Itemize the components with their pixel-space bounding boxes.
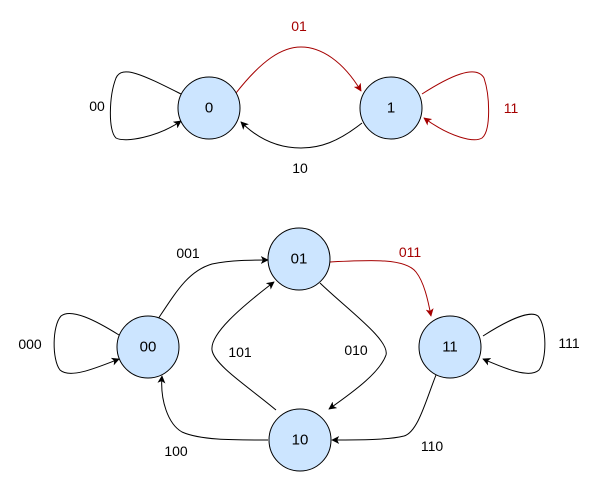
edge-00-to-01 — [155, 256, 269, 323]
state-label: 0 — [205, 100, 213, 117]
edge-10-to-00 — [157, 375, 269, 441]
state-label: 11 — [442, 339, 458, 356]
edge-self-loop-11 — [482, 313, 546, 374]
state-node-10: 10 — [268, 408, 332, 472]
state-circle — [359, 76, 423, 140]
edge-label-100: 100 — [164, 443, 188, 459]
state-node-00: 00 — [116, 315, 180, 379]
state-circle — [116, 315, 180, 379]
edge-label-111: 111 — [558, 335, 579, 351]
state-circle — [177, 76, 241, 140]
diagram-1: 0 1 00 01 11 10 — [89, 18, 518, 176]
state-label: 10 — [292, 432, 309, 449]
state-label: 00 — [140, 339, 157, 356]
state-node-01: 01 — [267, 227, 331, 291]
state-circle — [418, 315, 482, 379]
edge-10-to-01 — [211, 281, 277, 411]
edge-label-10: 10 — [292, 160, 308, 176]
state-node-0: 0 — [177, 76, 241, 140]
edge-11-to-10 — [331, 374, 437, 444]
edge-self-loop-1 — [421, 71, 490, 141]
edge-label-000: 000 — [18, 336, 42, 352]
state-node-11: 11 — [418, 315, 482, 379]
edge-01-to-10 — [319, 282, 387, 410]
edge-label-101: 101 — [228, 344, 252, 360]
edge-1-to-0 — [240, 121, 363, 149]
edge-label-11: 11 — [504, 100, 519, 116]
state-node-1: 1 — [359, 76, 423, 140]
state-label: 01 — [291, 251, 308, 268]
edge-label-001: 001 — [176, 245, 200, 261]
state-circle — [268, 408, 332, 472]
edge-label-011: 011 — [399, 244, 422, 260]
diagram-2: 00 01 10 11 000 001 011 111 101 010 100 … — [18, 227, 580, 472]
state-label: 1 — [387, 100, 395, 117]
edge-label-010: 010 — [344, 342, 368, 358]
state-circle — [267, 227, 331, 291]
edge-label-110: 110 — [421, 438, 444, 454]
edge-self-loop-0 — [109, 71, 182, 141]
edge-label-00: 00 — [89, 98, 105, 114]
edge-0-to-1 — [235, 46, 362, 94]
edge-01-to-11 — [329, 260, 434, 317]
edge-label-01: 01 — [291, 18, 307, 34]
edge-self-loop-00 — [53, 312, 120, 374]
